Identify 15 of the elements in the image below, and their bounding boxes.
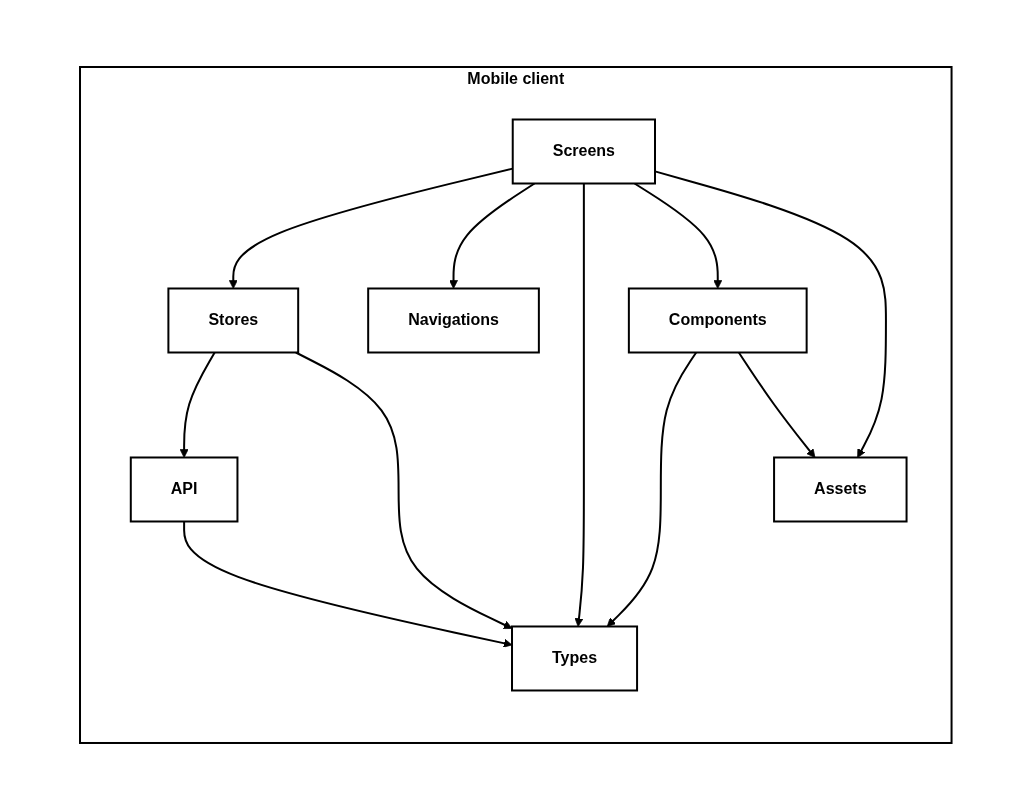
node-box: API xyxy=(130,456,239,523)
arrow xyxy=(449,182,536,289)
node-box: Stores xyxy=(167,287,300,354)
arrow xyxy=(574,182,586,627)
arrow xyxy=(295,351,513,629)
arrow xyxy=(633,182,723,289)
node-box: Assets xyxy=(773,456,908,523)
node-box: Components xyxy=(628,287,808,354)
node-box: Types xyxy=(511,625,639,692)
arrow xyxy=(183,520,513,648)
arrow xyxy=(738,351,816,458)
node-box: Navigations xyxy=(367,287,541,354)
node-box: Screens xyxy=(511,118,657,185)
arrow xyxy=(179,351,216,458)
arrow xyxy=(607,351,698,627)
